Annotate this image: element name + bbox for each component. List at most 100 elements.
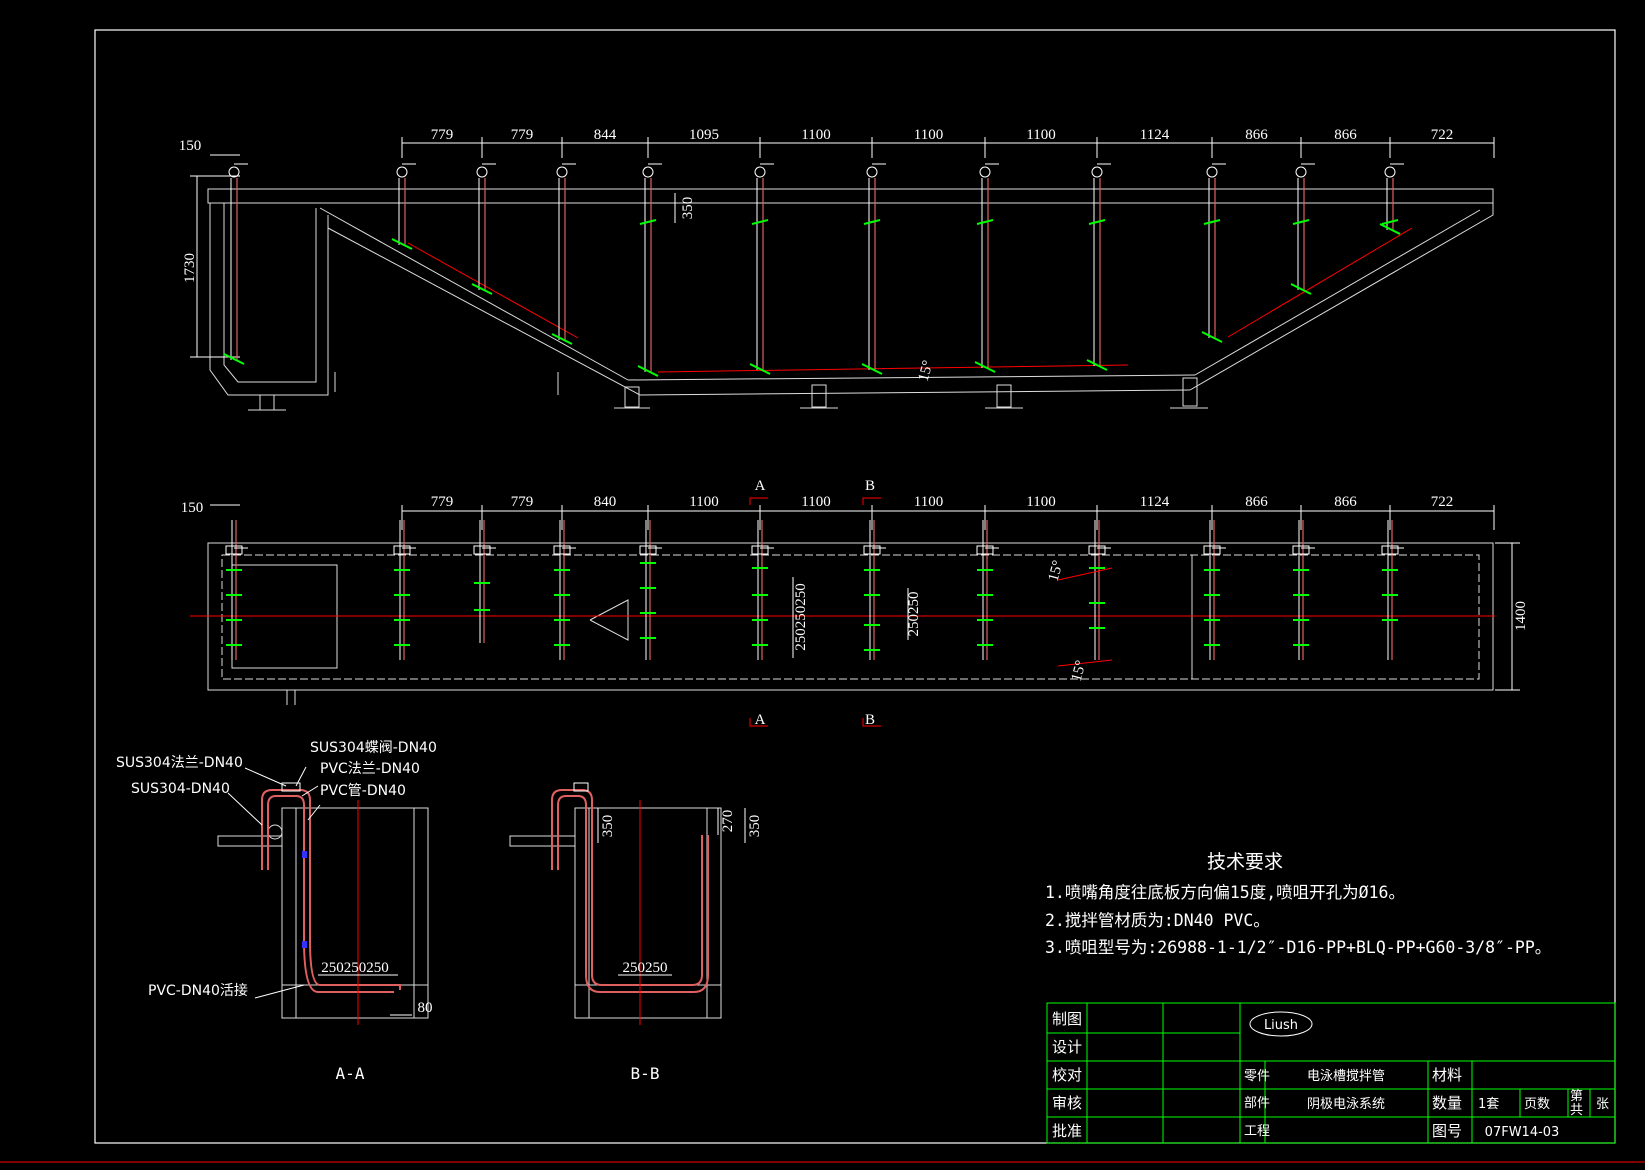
tb-drawing-no: 07FW14-03: [1485, 1125, 1560, 1140]
tb-row-review: 审核: [1052, 1094, 1082, 1112]
elevation-bottom-outer: [639, 389, 1191, 396]
elevation-pipes: [223, 163, 1404, 377]
plan-spacing-label: 1100: [689, 494, 718, 510]
elevation-spacing-label: 779: [511, 127, 534, 143]
elevation-slope-right-outer: [1189, 195, 1494, 391]
tb-total-label: 共: [1570, 1103, 1583, 1118]
tb-material-label: 材料: [1432, 1066, 1462, 1084]
tb-part-label: 零件: [1244, 1069, 1270, 1084]
elevation-pipe-flange: [979, 166, 991, 178]
elevation-spacing-label: 1095: [689, 127, 719, 143]
label-flange-sus: SUS304法兰-DN40: [116, 755, 243, 771]
technical-requirements: 技术要求 1.喷嘴角度往底板方向偏15度,喷咀开孔为Ø16。 2.搅拌管材质为:…: [1045, 851, 1551, 957]
label-flange-pvc: PVC法兰-DN40: [320, 761, 420, 777]
tech-title: 技术要求: [1207, 851, 1283, 873]
elevation-nozzle: [1201, 331, 1223, 343]
tb-qty-value: 1套: [1478, 1096, 1499, 1112]
elevation-nozzle: [471, 283, 493, 295]
section-a-bottom: A: [755, 712, 766, 728]
label-pipe-sus: SUS304-DN40: [131, 781, 230, 797]
elevation-spacing-label: 1100: [914, 127, 943, 143]
elevation-guide-bottom: [657, 364, 1129, 373]
plan-spacing-label: 1100: [801, 494, 830, 510]
section-aa-pipe: [261, 789, 401, 993]
section-bb-dim-left-label: 350: [600, 815, 616, 838]
plan-width-label: 1400: [1513, 601, 1529, 631]
elevation-pipe-flange: [1206, 166, 1218, 178]
tech-item-2: 2.搅拌管材质为:DN40 PVC。: [1045, 911, 1270, 930]
elevation-pipe-flange: [1295, 166, 1307, 178]
tb-system-name: 阴极电泳系统: [1307, 1097, 1385, 1112]
elevation-nozzle: [1086, 359, 1108, 371]
elevation-pipe-flange: [556, 166, 568, 178]
elevation-angle-label: 15°: [916, 359, 937, 383]
section-aa-joint-1: [302, 851, 307, 858]
section-aa-valve: [281, 782, 301, 792]
elevation-top-rim: [207, 188, 1494, 204]
elevation-left-wall: [209, 203, 329, 396]
elevation-nozzle: [976, 219, 994, 225]
section-aa-title: A-A: [336, 1064, 365, 1083]
elevation-nozzle: [1290, 283, 1312, 295]
elevation-nozzle: [1088, 219, 1106, 225]
elevation-depth-label: 350: [680, 197, 696, 220]
plan-pitch-label-b: 250250: [906, 592, 922, 637]
elevation-left-wall-inner: [223, 203, 317, 383]
elevation-slope-right: [1194, 209, 1481, 376]
section-bb-dim-inner-label: 270: [720, 810, 736, 833]
plan-spacing-label: 840: [594, 494, 617, 510]
elevation-nozzle: [391, 238, 413, 250]
tech-item-3: 3.喷咀型号为:26988-1-1/2″-D16-PP+BLQ-PP+G60-3…: [1045, 938, 1551, 957]
elevation-spacing-label: 866: [1245, 127, 1268, 143]
plan-pipe-flange: [976, 545, 994, 555]
tech-item-1: 1.喷嘴角度往底板方向偏15度,喷咀开孔为Ø16。: [1045, 883, 1405, 902]
elevation-nozzle: [1203, 219, 1221, 225]
elevation-nozzle: [863, 219, 881, 225]
section-bb-view: 350 270 350 250250 B-B: [509, 782, 763, 1083]
section-bb-dim-right-label: 350: [747, 815, 763, 838]
section-aa-tank: [217, 807, 429, 1019]
plan-leg: [286, 690, 296, 705]
elevation-spacing-label: 722: [1431, 127, 1454, 143]
tb-row-drawn: 制图: [1052, 1010, 1082, 1028]
section-aa-view: SUS304法兰-DN40 SUS304蝶阀-DN40 PVC法兰-DN40 S…: [116, 740, 437, 1083]
elevation-spacing-label: 1100: [801, 127, 830, 143]
plan-pipe-flange: [225, 545, 243, 555]
tb-assembly-label: 部件: [1244, 1096, 1270, 1111]
logo-ellipse: [1249, 1011, 1313, 1037]
plan-pipe-flange: [639, 545, 657, 555]
section-b-top: B: [865, 478, 875, 494]
title-block: Liush 制图 设计 校对 审核 批准 零件 部件 工程 电泳槽搅拌管 阴极电…: [1046, 1002, 1616, 1144]
elevation-pipe-flange: [396, 166, 408, 178]
elevation-slope-left-outer: [327, 227, 641, 396]
elevation-height-label: 1730: [182, 253, 198, 283]
elevation-nozzle: [1381, 219, 1399, 225]
elevation-guide-left: [407, 242, 579, 339]
plan-spacing-label: 779: [511, 494, 534, 510]
tb-drawing-no-label: 图号: [1432, 1122, 1462, 1140]
plan-spacing-label: 1100: [1026, 494, 1055, 510]
elevation-pipe-flange: [866, 166, 878, 178]
elevation-pipe-flange: [228, 166, 240, 178]
plan-spacing-label: 1100: [914, 494, 943, 510]
elevation-spacing-label: 779: [431, 127, 454, 143]
plan-angle-line-bottom: [1057, 659, 1113, 667]
plan-pipe-flange: [1203, 545, 1221, 555]
tb-project-label: 工程: [1244, 1124, 1270, 1139]
plan-pipes: [225, 520, 1404, 660]
elevation-nozzle: [1379, 223, 1401, 235]
elevation-pipe-flange: [476, 166, 488, 178]
label-union: PVC-DN40活接: [148, 982, 248, 999]
section-aa-joint-2: [302, 941, 307, 948]
elevation-spacing-label: 866: [1334, 127, 1357, 143]
plan-pipe-flange: [751, 545, 769, 555]
elevation-nozzle: [639, 219, 657, 225]
plan-pipe-flange: [1088, 545, 1106, 555]
plan-pipe-flange: [553, 545, 571, 555]
section-bb-valve: [573, 782, 589, 792]
plan-pipe-flange: [473, 545, 491, 555]
plan-offset-label: 150: [181, 500, 204, 516]
label-pipe-pvc: PVC管-DN40: [320, 783, 406, 799]
